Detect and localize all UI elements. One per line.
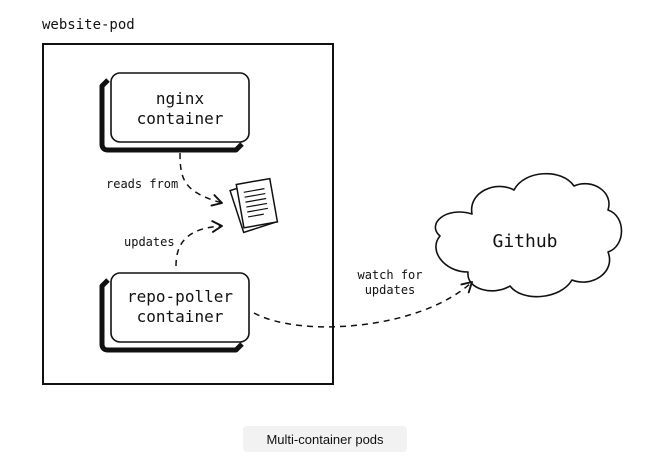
poller-box-shadow bbox=[99, 278, 244, 353]
nginx-label-line2: container bbox=[137, 109, 224, 128]
watch-label-line2: updates bbox=[365, 283, 416, 297]
pod-title: website-pod bbox=[42, 17, 135, 33]
poller-label-line1: repo-poller bbox=[127, 287, 233, 306]
reads-from-label: reads from bbox=[106, 177, 178, 191]
watch-updates-arrow bbox=[253, 281, 473, 328]
documents-icon bbox=[229, 177, 279, 234]
github-cloud-shape bbox=[434, 172, 623, 298]
github-label: Github bbox=[492, 231, 557, 252]
github-cloud-node: Github bbox=[434, 172, 623, 298]
nginx-box bbox=[110, 72, 250, 143]
figure-caption: Multi-container pods bbox=[243, 426, 407, 452]
pod-frame bbox=[42, 43, 334, 385]
watch-label-line1: watch for bbox=[357, 268, 422, 282]
updates-arrow bbox=[175, 220, 223, 267]
nginx-box-shadow bbox=[99, 78, 244, 153]
nginx-label-line1: nginx bbox=[156, 89, 205, 108]
updates-label: updates bbox=[124, 235, 175, 249]
repo-poller-container-node: repo-poller container bbox=[99, 272, 250, 353]
poller-box bbox=[110, 272, 250, 343]
poller-label-line2: container bbox=[137, 307, 224, 326]
reads-from-arrow bbox=[179, 152, 223, 207]
nginx-container-node: nginx container bbox=[99, 72, 250, 153]
